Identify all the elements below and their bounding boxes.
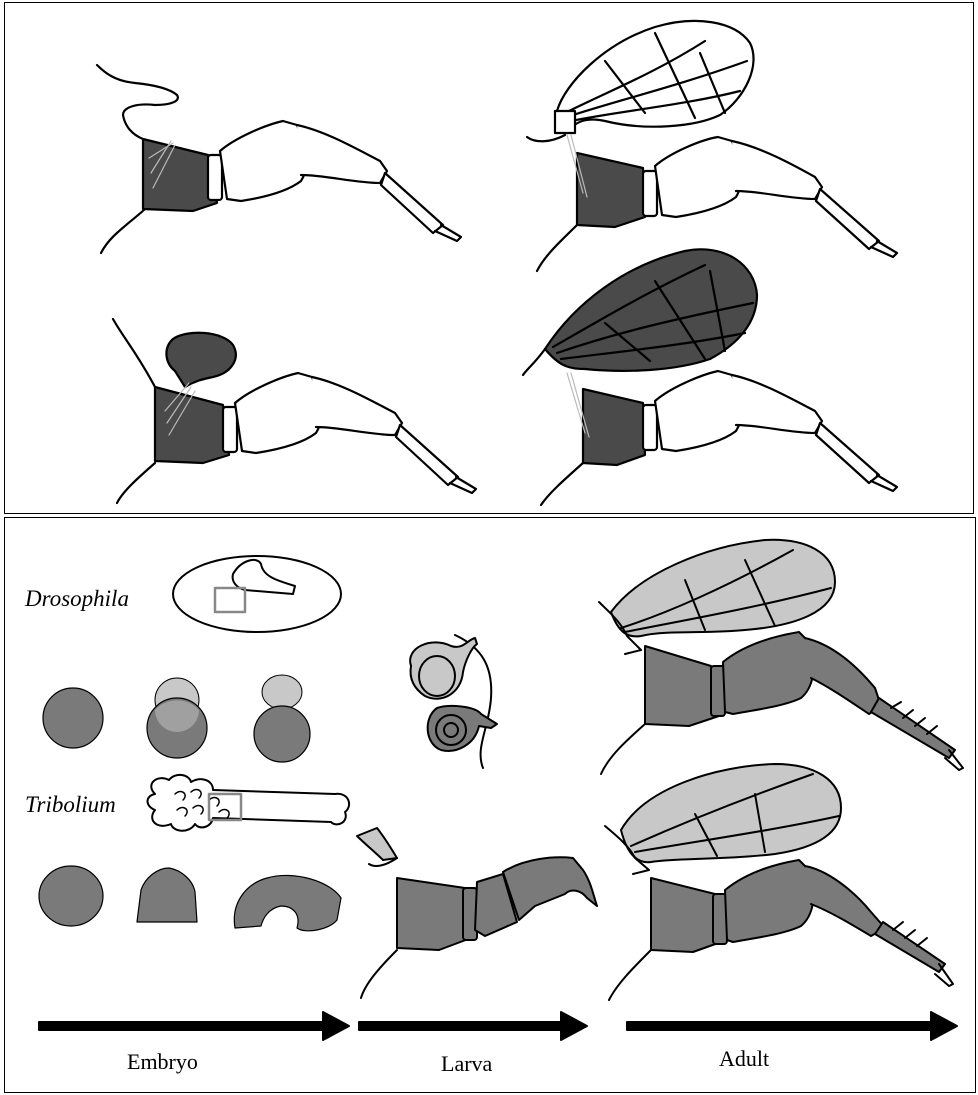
drosophila-larva-discs	[410, 635, 497, 768]
adult-label: Adult	[719, 1046, 769, 1072]
tribolium-label: Tribolium	[25, 792, 116, 818]
larva-arrow	[359, 1012, 587, 1040]
bottom-panel-drawing	[5, 518, 977, 1094]
adult-arrow	[627, 1012, 957, 1040]
tribolium-disc-stages	[39, 866, 341, 931]
tribolium-larva-leg	[357, 828, 597, 998]
leg-bottom-right-dark-wing	[523, 249, 897, 505]
embryo-arrow	[39, 1012, 349, 1040]
top-panel	[4, 2, 974, 514]
drosophila-disc-stages	[43, 675, 310, 762]
leg-top-left	[97, 65, 461, 253]
drosophila-label: Drosophila	[25, 586, 129, 612]
leg-bottom-left-balloon	[113, 319, 476, 503]
bottom-panel: Drosophila Tribolium Embryo Larva Adult	[4, 517, 976, 1093]
drosophila-embryo-schematic	[173, 556, 341, 632]
tribolium-embryo-schematic	[148, 775, 350, 831]
tribolium-adult-leg-wing	[605, 764, 953, 1000]
embryo-label: Embryo	[127, 1049, 198, 1075]
drosophila-adult-leg-wing	[599, 540, 963, 774]
top-panel-drawing	[5, 3, 975, 515]
larva-label: Larva	[441, 1051, 492, 1077]
leg-top-right-white-wing	[527, 21, 897, 271]
